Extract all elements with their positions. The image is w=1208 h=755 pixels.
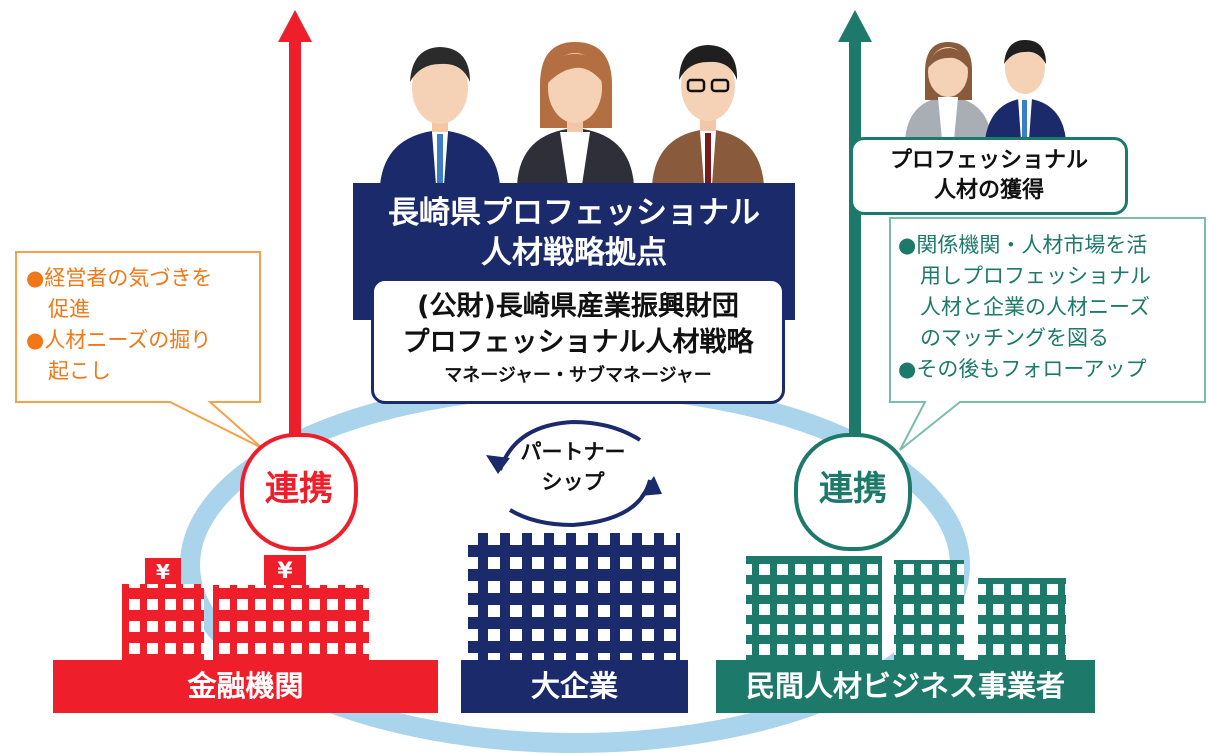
right-callout-line2: 用しプロフェッショナル	[920, 264, 1151, 288]
right-callout-text: ●関係機関・人材市場を活 用しプロフェッショナル 人材と企業の人材ニーズ のマッ…	[898, 230, 1208, 385]
right-callout-line3: 人材と企業の人材ニーズ	[920, 295, 1150, 319]
left-up-arrow	[278, 10, 312, 440]
foundation-name: (公財)長崎県産業振興財団	[417, 291, 739, 322]
left-callout-item1-line2: 促進	[48, 297, 90, 321]
small-man-icon	[985, 40, 1066, 140]
foundation-box: (公財)長崎県産業振興財団 プロフェッショナル人材戦略 マネージャー・サブマネー…	[371, 278, 785, 404]
left-callout-text: ●経営者の気づきを 促進 ●人材ニーズの掘り 起こし	[26, 263, 258, 387]
right-callout-frame	[889, 217, 1206, 451]
right-callout-line4: のマッチングを図る	[920, 326, 1109, 350]
hr-building-2	[894, 560, 964, 660]
hr-business-label: 民間人材ビジネス事業者	[716, 660, 1095, 713]
man-icon	[380, 47, 500, 185]
yen-icon: ¥	[156, 560, 170, 584]
acquisition-line1: プロフェッショナル	[889, 148, 1088, 173]
partnership-line1: パートナー	[520, 440, 626, 464]
left-callout-item2-line1: ●人材ニーズの掘り	[26, 328, 212, 352]
left-callout-item2-line2: 起こし	[48, 359, 111, 383]
hq-title-line2: 人材戦略拠点	[481, 235, 667, 271]
manager-label: マネージャー・サブマネージャー	[444, 365, 712, 386]
right-callout-line1: ●関係機関・人材市場を活	[898, 233, 1148, 257]
bank-building-right: ¥	[213, 555, 369, 660]
left-callout-frame	[15, 251, 263, 449]
right-callout-line5: ●その後もフォローアップ	[898, 357, 1147, 381]
finance-label: 金融機関	[53, 660, 438, 713]
corporate-tower	[468, 533, 680, 660]
acquisition-box: プロフェッショナル 人材の獲得	[850, 137, 1128, 215]
partnership-label: パートナー シップ	[500, 437, 646, 497]
left-callout-item1-line1: ●経営者の気づきを	[26, 266, 213, 290]
cooperation-badge-left: 連携	[240, 433, 358, 551]
hq-title-line1: 長崎県プロフェッショナル	[388, 195, 760, 231]
strategy-label: プロフェッショナル人材戦略	[402, 327, 754, 358]
acquisition-line2: 人材の獲得	[933, 178, 1044, 203]
hr-building-3	[978, 578, 1066, 660]
large-corp-label: 大企業	[461, 660, 688, 713]
bank-building-left: ¥	[122, 558, 204, 660]
woman-icon	[517, 42, 634, 185]
yen-icon: ¥	[277, 559, 293, 584]
cooperation-badge-right: 連携	[794, 433, 912, 551]
man-with-glasses-icon	[652, 45, 764, 185]
hr-building-1	[746, 556, 882, 660]
small-woman-icon	[905, 42, 992, 140]
partnership-line2: シップ	[541, 470, 605, 494]
